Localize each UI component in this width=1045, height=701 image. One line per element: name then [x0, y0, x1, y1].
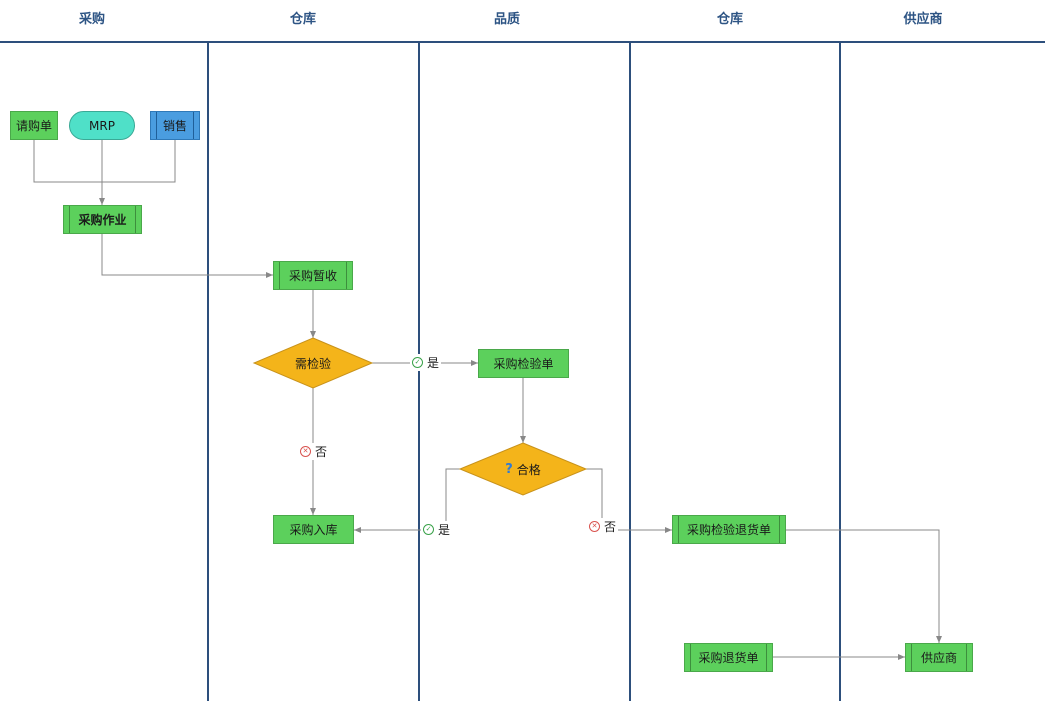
node-label: 采购检验单: [493, 357, 554, 371]
node-mrp[interactable]: MRP: [69, 111, 135, 140]
edge-label-qualified-no: ✕ 否: [587, 518, 619, 535]
node-label: 采购暂收: [288, 269, 337, 283]
node-purchase-return[interactable]: 采购退货单: [684, 643, 773, 672]
question-icon: ?: [505, 461, 513, 477]
connector-qualified-no: [586, 468, 672, 533]
node-label: 采购作业: [78, 213, 127, 227]
node-sales[interactable]: 销售: [150, 111, 200, 140]
node-label: 请购单: [15, 119, 52, 133]
edge-label-need-yes: ✓ 是: [410, 354, 442, 371]
node-supplier[interactable]: 供应商: [905, 643, 973, 672]
lane-header-warehouse-2: 仓库: [716, 12, 743, 27]
decision-qualified-label: ? 合格: [460, 458, 586, 480]
node-purchase-stock-in[interactable]: 采购入库: [273, 515, 354, 544]
node-inspection-order[interactable]: 采购检验单: [478, 349, 569, 378]
decision-need-inspection-label: 需检验: [254, 352, 372, 374]
decision-qualified[interactable]: [458, 442, 588, 496]
node-label: 采购退货单: [698, 651, 759, 665]
decision-need-inspection[interactable]: [252, 337, 374, 389]
connector-job-to-receipt: [101, 234, 273, 278]
connector-sales-merge: [102, 140, 176, 183]
edge-label-need-no: ✕ 否: [298, 443, 330, 460]
edge-label-text: 否: [604, 520, 617, 534]
x-circle-icon: ✕: [300, 446, 311, 457]
edge-label-text: 是: [438, 523, 451, 537]
check-circle-icon: ✓: [412, 357, 423, 368]
node-label: 采购检验退货单: [686, 523, 771, 537]
lane-header-supplier: 供应商: [903, 12, 943, 27]
node-label: 供应商: [920, 651, 957, 665]
edge-label-qualified-yes: ✓ 是: [421, 521, 453, 538]
node-label: MRP: [89, 118, 115, 133]
connector-request-merge: [33, 140, 102, 183]
check-circle-icon: ✓: [423, 524, 434, 535]
node-label: 销售: [162, 119, 187, 133]
node-purchase-request[interactable]: 请购单: [10, 111, 58, 140]
lane-header-quality: 品质: [493, 12, 520, 27]
node-inspection-return[interactable]: 采购检验退货单: [672, 515, 786, 544]
node-purchase-job[interactable]: 采购作业: [63, 205, 142, 234]
edge-label-text: 是: [427, 356, 440, 370]
x-circle-icon: ✕: [589, 521, 600, 532]
node-label: 需检验: [294, 356, 331, 371]
node-label: 合格: [516, 462, 541, 477]
connector-return-to-supplier: [786, 529, 942, 643]
lane-header-purchasing: 采购: [78, 12, 105, 27]
node-label: 采购入库: [289, 523, 338, 537]
connector-qualified-yes: [354, 468, 462, 533]
edge-label-text: 否: [315, 445, 328, 459]
node-purchase-receipt[interactable]: 采购暂收: [273, 261, 353, 290]
lane-header-warehouse: 仓库: [289, 12, 316, 27]
